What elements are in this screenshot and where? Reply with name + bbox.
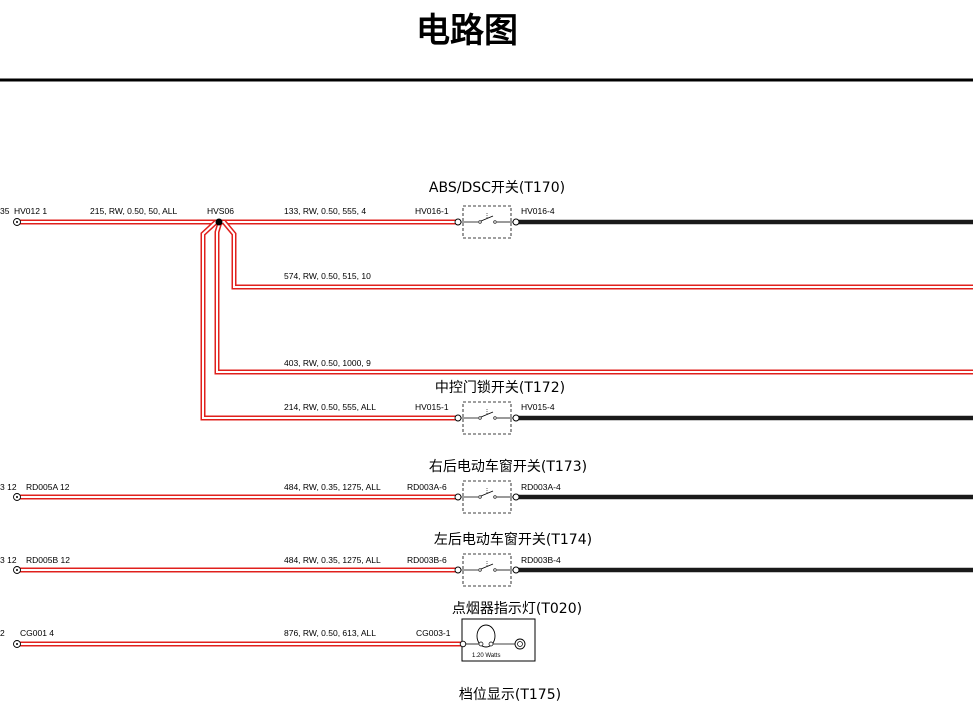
pin-cg003-1: CG003-1 [416,628,451,638]
pin-rd005a: RD005A 12 [26,482,70,492]
wire-branch-214 [200,220,456,421]
switch-abs-dsc [454,205,520,239]
component-abs-dsc-label: ABS/DSC开关(T170) [429,180,565,196]
wire-branch-403 [214,221,973,375]
lamp-cigar-indicator [459,618,536,662]
pin-hv015-1: HV015-1 [415,402,449,412]
wire-label-133: 133, RW, 0.50, 555, 4 [284,206,366,216]
left-connector-rd005b [13,566,21,574]
left-connector-cg001 [13,640,21,648]
splice-node [215,218,223,226]
component-lr-window-label: 左后电动车窗开关(T174) [434,531,592,548]
wire-label-214: 214, RW, 0.50, 555, ALL [284,402,376,412]
wire-label-484-b: 484, RW, 0.35, 1275, ALL [284,555,381,565]
wire-label-403: 403, RW, 0.50, 1000, 9 [284,358,371,368]
wire-label-574: 574, RW, 0.50, 515, 10 [284,271,371,281]
pin-rd003a-6: RD003A-6 [407,482,447,492]
pin-hv016-1: HV016-1 [415,206,449,216]
wire-label-215: 215, RW, 0.50, 50, ALL [90,206,178,216]
pin-hv015-4: HV015-4 [521,402,555,412]
pin-cg001: CG001 4 [20,628,54,638]
pin-rd003a-4: RD003A-4 [521,482,561,492]
left-fragment-r1: 35 [0,206,10,216]
pin-hv016-4: HV016-4 [521,206,555,216]
component-central-lock-label: 中控门锁开关(T172) [435,380,565,396]
wire-branch-574 [222,220,973,290]
pin-hv012: HV012 1 [14,206,47,216]
pin-rd003b-6: RD003B-6 [407,555,447,565]
left-fragment-r4: 3 12 [0,482,17,492]
left-connector-rd005a [13,493,21,501]
wire-label-484-a: 484, RW, 0.35, 1275, ALL [284,482,381,492]
component-cigar-lamp-label: 点烟器指示灯(T020) [452,601,582,617]
splice-label: HVS06 [207,206,234,216]
left-fragment-r5: 3 12 [0,555,17,565]
left-fragment-r6: 2 [0,628,5,638]
wire-label-876: 876, RW, 0.50, 613, ALL [284,628,376,638]
switch-lr-window [454,553,520,587]
switch-rr-window [454,480,520,514]
switch-central-lock [454,401,520,435]
pin-rd005b: RD005B 12 [26,555,70,565]
page-title: 电路图 [416,11,518,51]
pin-rd003b-4: RD003B-4 [521,555,561,565]
component-rr-window-label: 右后电动车窗开关(T173) [429,458,587,475]
lamp-rating: 1.20 Watts [472,653,500,659]
component-gear-display-label: 档位显示(T175) [459,687,561,703]
left-connector-hv012 [13,218,21,226]
